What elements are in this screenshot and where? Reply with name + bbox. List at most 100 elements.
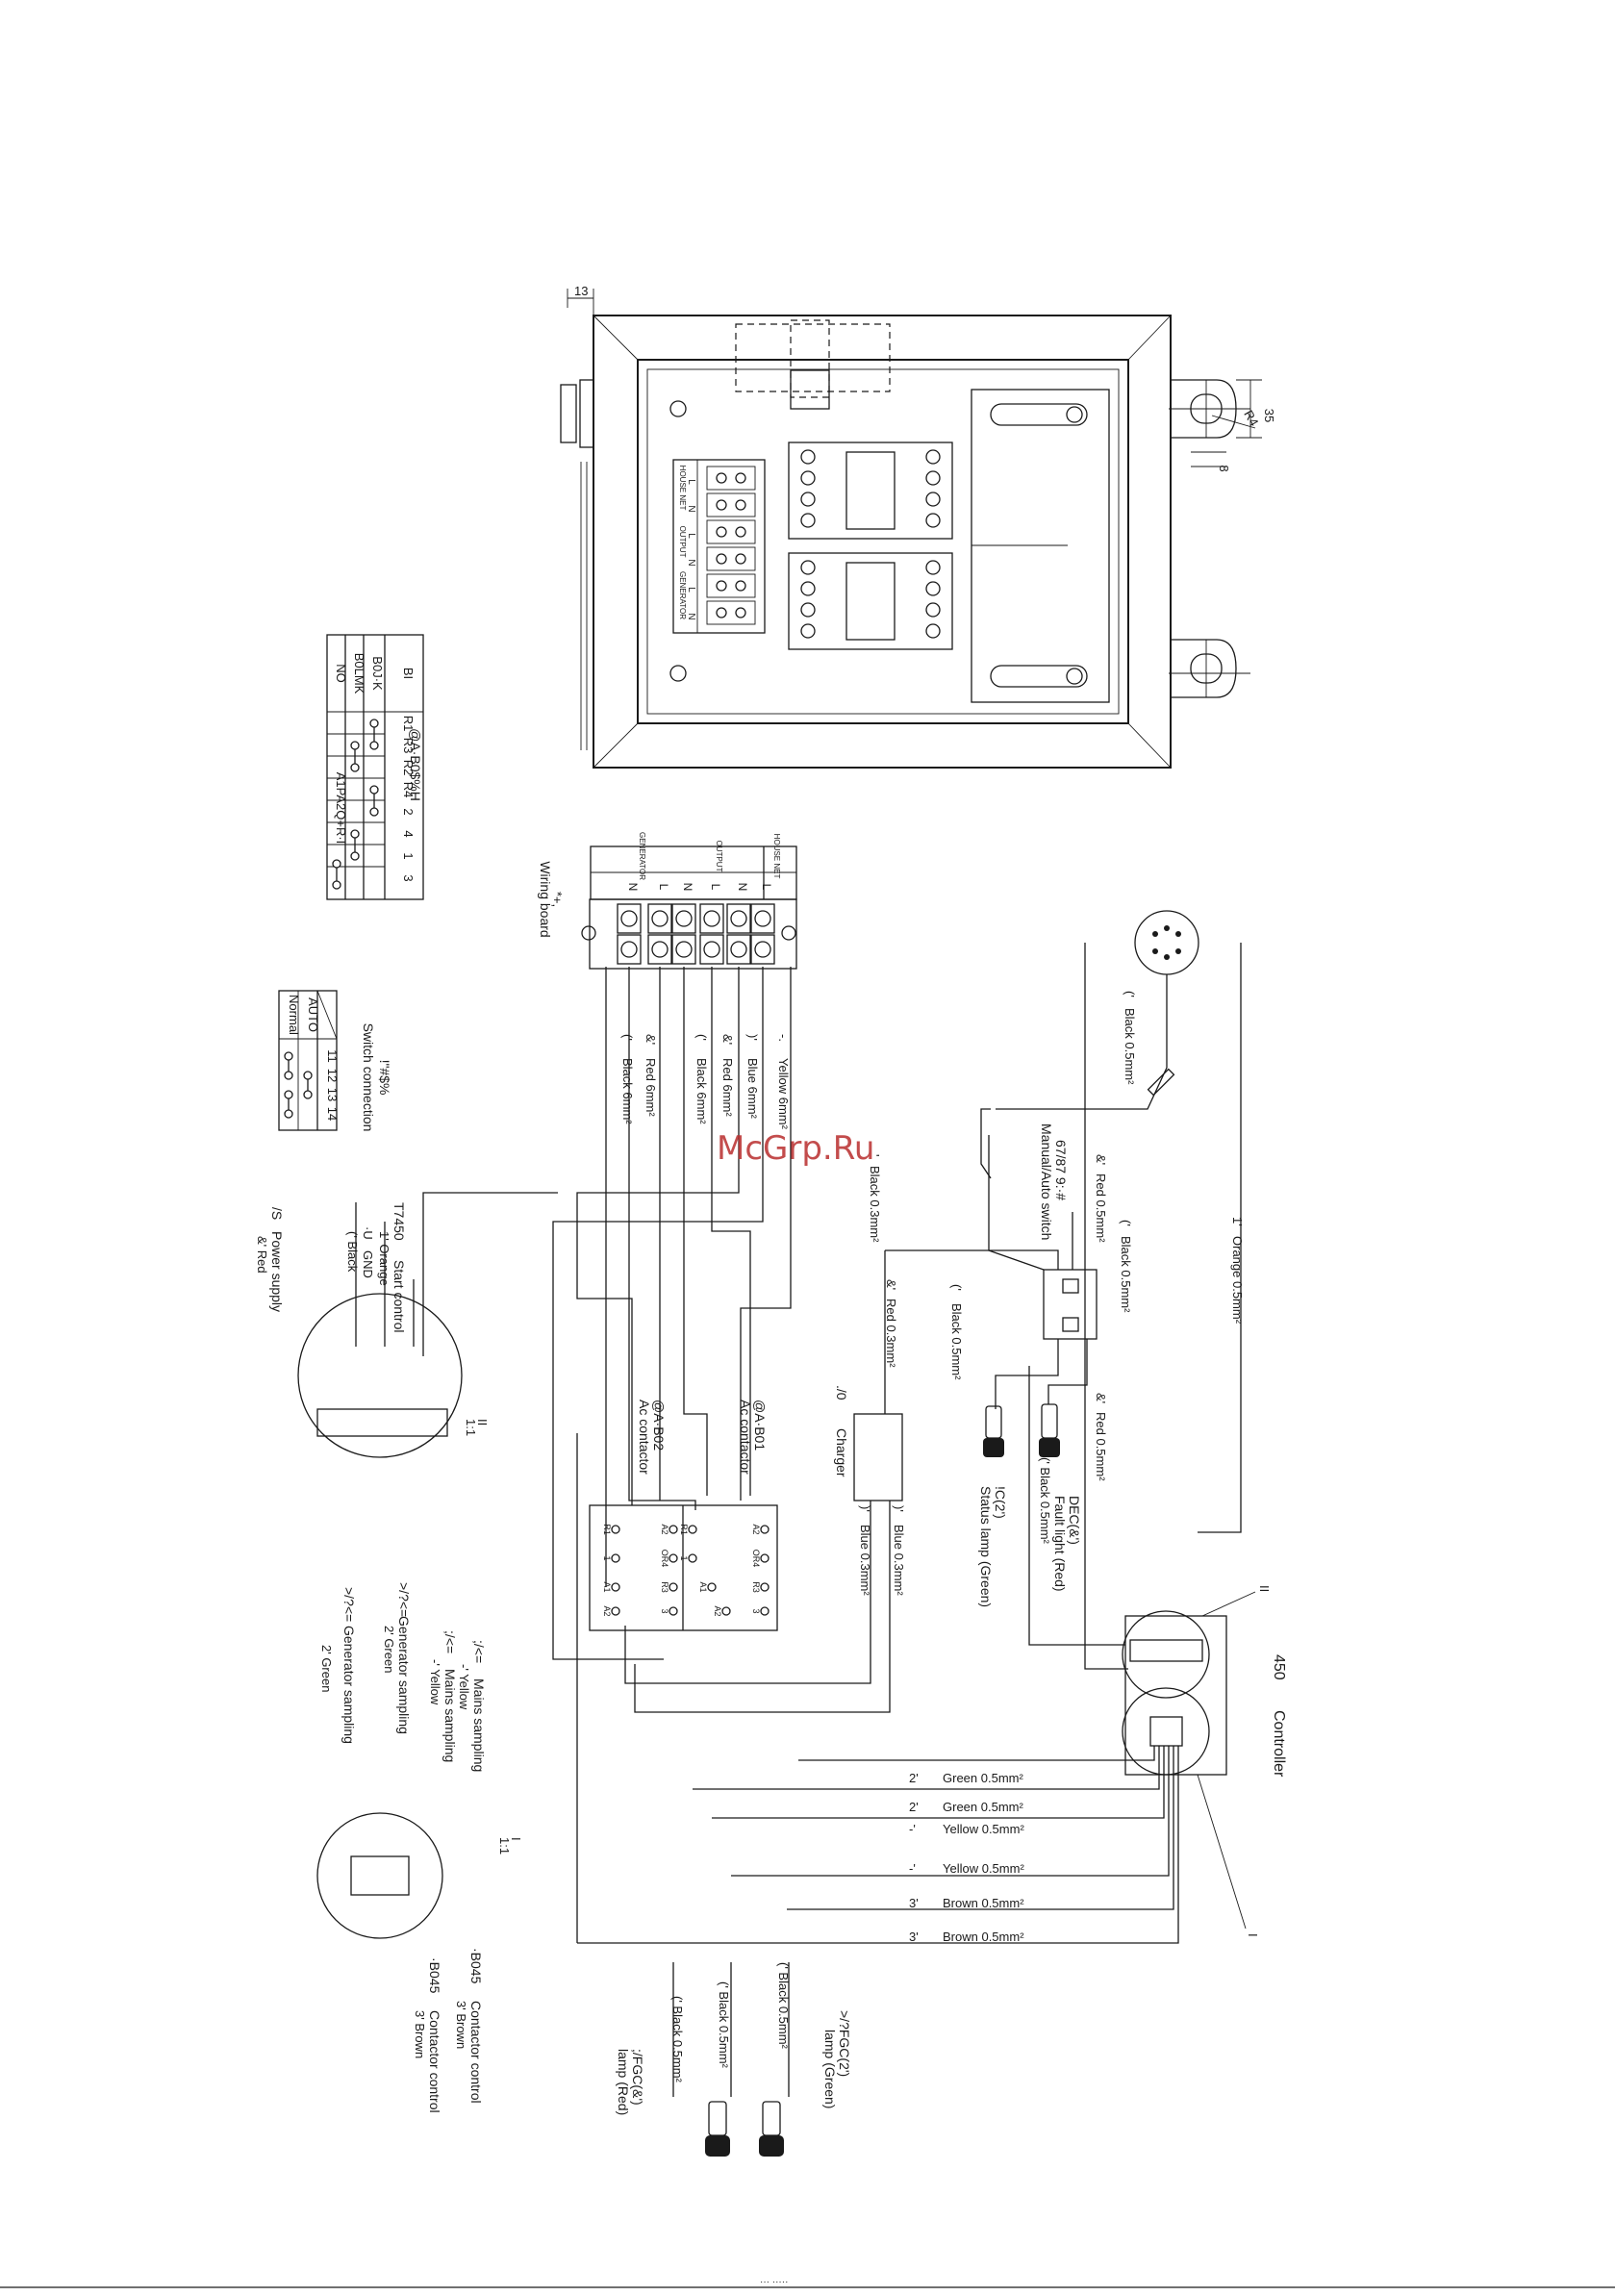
connector-i-label-4-code: >/?<= <box>341 1587 357 1622</box>
relay-col-header: BI <box>401 668 416 679</box>
top-wire-5-code: &' <box>1094 1393 1108 1403</box>
switch-contact-dot <box>303 1090 313 1099</box>
charger-text: Charger <box>834 1428 849 1477</box>
relay-col-header: R3 <box>401 738 416 754</box>
connector-ii-label-2-wire: (' Black <box>345 1231 360 1273</box>
contactor-pin-dot <box>611 1606 620 1616</box>
relay-contact-dot <box>369 785 379 795</box>
board-terminal-cell <box>726 934 751 965</box>
cabinet-terminal-letter: N <box>686 559 696 566</box>
cabinet-terminal-group-output: OUTPUT <box>678 526 687 558</box>
connector-i-label-5-wire: 3' Brown <box>454 2001 468 2049</box>
cabinet-terminal-cell <box>706 519 756 544</box>
breaker-screw <box>800 581 816 596</box>
bottom-wire-3-text: Yellow 0.5mm² <box>943 1822 1024 1836</box>
connector-i-scale: 1:1 <box>497 1837 512 1854</box>
controller-text: Controller <box>1271 1710 1287 1778</box>
board-terminal-screw <box>730 910 747 927</box>
board-wire-3-code: &' <box>720 1034 735 1045</box>
contactor-pin-dot <box>688 1525 697 1534</box>
cabinet-terminal-screw <box>716 580 727 592</box>
board-terminal-screw <box>620 941 638 958</box>
contactor-pin-dot <box>611 1582 620 1592</box>
contactor-pin-dot <box>688 1553 697 1563</box>
contactor-pin-label: 1 <box>679 1555 689 1560</box>
cabinet-terminal-screw <box>735 553 746 565</box>
top-wire-9-text: Blue 0.3mm² <box>892 1525 906 1596</box>
contactor-pin-dot <box>669 1525 678 1534</box>
bottom-wire-4-code: -' <box>909 1861 916 1876</box>
contactor-pin-label: 3 <box>751 1608 761 1613</box>
board-wire-5-text: Red 6mm² <box>643 1058 658 1117</box>
switch-table-subtitle: Switch connection <box>361 1023 376 1132</box>
board-letter: L <box>657 884 670 891</box>
status-lamp-text: Status lamp (Green) <box>978 1486 994 1607</box>
connector-i-label-4-wire: 2' Green <box>319 1645 334 1692</box>
connector-ii-mark: II <box>475 1419 490 1426</box>
status-lamp-code: !C(2') <box>993 1486 1008 1519</box>
diagram-labels: -. Yellow 6mm² )' Blue 6mm² &' Red 6mm² … <box>255 991 1287 2287</box>
switch-col-header: 14 <box>325 1107 340 1121</box>
contactor-pin-label: A2 <box>751 1524 761 1534</box>
top-wire-7-text: Red 0.3mm² <box>884 1299 898 1368</box>
board-terminal-screw <box>703 910 720 927</box>
relay-contact-dot <box>350 763 360 772</box>
controller-code: 450 <box>1271 1654 1287 1680</box>
bottom-wire-3-code: -' <box>909 1822 916 1836</box>
board-terminal-screw <box>730 941 747 958</box>
board-terminal-screw <box>651 910 669 927</box>
contactor-pin-label: A1 <box>698 1581 708 1592</box>
board-wire-2-code: )' <box>745 1034 760 1041</box>
connector-ii-label-1-wire: 1' Orange <box>377 1231 391 1286</box>
watermark-text: McGrp.Ru <box>717 1129 874 1168</box>
board-terminal-screw <box>620 910 638 927</box>
bottom-wire-6-code: 3' <box>909 1930 919 1944</box>
board-terminal-cell <box>750 903 775 934</box>
lamp-green-code: >/?FGC(2') <box>837 2010 852 2077</box>
board-terminal-cell <box>699 903 724 934</box>
board-group-output: OUTPUT <box>715 841 723 872</box>
fault-light-text: Fault light (Red) <box>1052 1496 1068 1592</box>
contactor-1-code: @A·B01 <box>752 1400 768 1451</box>
connector-i-label-6-text: Contactor control <box>427 2010 442 2113</box>
contactor-pin-dot <box>611 1525 620 1534</box>
switch-col-header: 12 <box>325 1069 340 1082</box>
relay-contact-dot <box>332 880 341 890</box>
cabinet-terminal-screw <box>716 499 727 511</box>
breaker-screw <box>800 449 816 465</box>
relay-col-header: R2 <box>401 760 416 776</box>
breaker-screw <box>925 623 941 639</box>
board-terminal-screw <box>675 910 693 927</box>
contactor-pin-label: A2 <box>660 1524 669 1534</box>
connector-ii-label-2-text: GND <box>361 1250 375 1278</box>
cabinet-terminal-screw <box>716 526 727 538</box>
contactor-pin-label: 3 <box>660 1608 669 1613</box>
cabinet-terminal-screw <box>716 553 727 565</box>
breaker-screw <box>925 470 941 486</box>
breaker-screw <box>925 492 941 507</box>
dim-13-label: 13 <box>574 284 588 298</box>
board-terminal-cell <box>647 934 672 965</box>
lamp-red-wire: (' Black 0.5mm² <box>670 1996 685 2083</box>
bottom-wire-2-text: Green 0.5mm² <box>943 1800 1023 1814</box>
relay-col-header: R1 <box>401 716 416 732</box>
contactor-pin-label: A2 <box>602 1605 612 1616</box>
breaker-body <box>788 442 953 540</box>
top-wire-4-text: Red 0.5mm² <box>1094 1173 1108 1243</box>
cabinet-terminal-screw <box>716 472 727 484</box>
board-terminal-screw <box>754 941 771 958</box>
connector-i-label-4-text: Generator sampling <box>341 1626 357 1744</box>
breaker-group <box>788 442 953 650</box>
bottom-wire-1-text: Green 0.5mm² <box>943 1771 1023 1785</box>
contactor-pin-label: R3 <box>751 1581 761 1593</box>
board-terminal-screw <box>675 941 693 958</box>
cabinet-terminal-frame <box>672 459 766 634</box>
breaker-screw <box>800 623 816 639</box>
switch-label-code: 67/87 9:·# <box>1053 1140 1069 1200</box>
connector-ii-label-2-code: ·U <box>361 1226 375 1240</box>
connector-i-label-2-code: ;/<= <box>442 1630 458 1653</box>
board-letter: L <box>760 884 773 891</box>
